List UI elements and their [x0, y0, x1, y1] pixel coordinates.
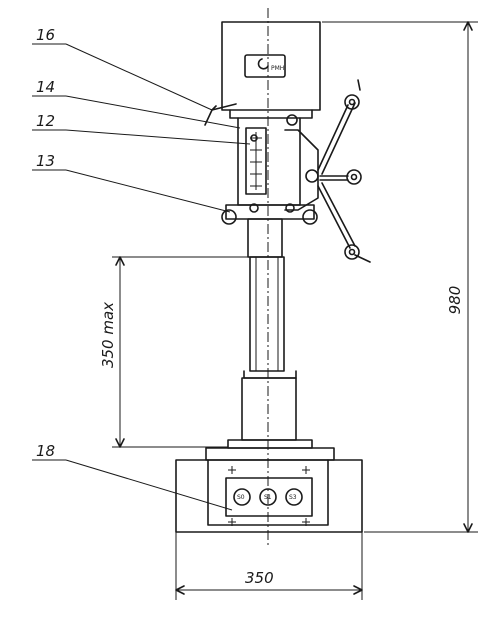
- spindle-housing: [237, 114, 319, 211]
- dimension-height: [322, 21, 478, 533]
- dimension-base-width-label: 350: [245, 569, 274, 587]
- callout-leaders: [32, 43, 251, 511]
- control-panel-buttons: S0 S1 S3: [233, 488, 303, 506]
- callout-16: 16: [36, 26, 55, 44]
- button-s1-label: S1: [264, 494, 272, 501]
- head-brand-label: PMH: [271, 65, 284, 72]
- feed-handwheel: [317, 79, 371, 263]
- dimension-stroke: [112, 256, 250, 448]
- motor-head: PMH: [221, 21, 321, 119]
- button-s0-label: S0: [237, 494, 245, 501]
- lever-16: [204, 103, 237, 126]
- callout-18: 18: [36, 442, 55, 460]
- button-s3-label: S3: [289, 494, 297, 501]
- callout-14: 14: [36, 78, 55, 96]
- callout-13: 13: [36, 152, 55, 170]
- button-s1: [259, 488, 277, 506]
- dimension-height-label: 980: [446, 286, 464, 315]
- base: [175, 447, 363, 533]
- button-s0: [233, 488, 251, 506]
- column: [227, 218, 313, 449]
- dimension-base-width: [175, 532, 363, 600]
- button-s3: [285, 488, 303, 506]
- callout-12: 12: [36, 112, 55, 130]
- dimension-stroke-label: 350 max: [99, 302, 117, 368]
